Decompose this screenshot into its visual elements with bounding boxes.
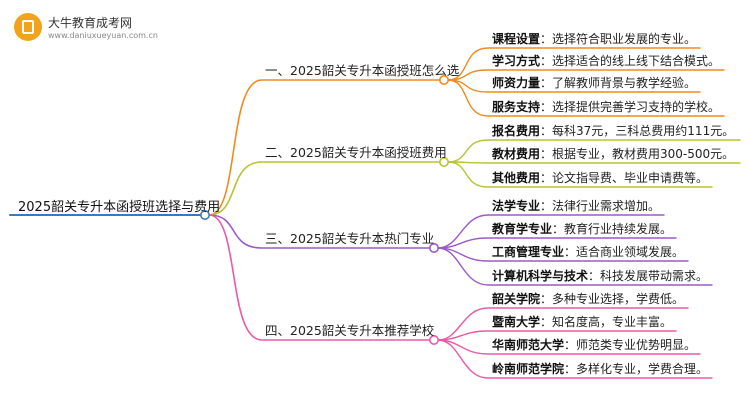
leaf-desc: 多样化专业，学费合理。 (576, 362, 709, 376)
leaf-item: 工商管理专业：适合商业领域发展。 (492, 244, 684, 260)
leaf-desc: 适合商业领域发展。 (576, 245, 685, 259)
leaf-item: 其他费用：论文指导费、毕业申请费等。 (492, 170, 708, 186)
leaf-separator: ： (540, 54, 553, 68)
branch-node-1 (438, 75, 449, 86)
leaf-item: 韶关学院：多种专业选择，学费低。 (492, 291, 684, 307)
leaf-desc: 选择适合的线上线下结合模式。 (552, 54, 721, 68)
leaf-item: 服务支持：选择提供完善学习支持的学校。 (492, 99, 720, 115)
leaf-term: 法学专业 (492, 199, 541, 213)
leaf-item: 教育学专业：教育行业持续发展。 (492, 221, 672, 237)
leaf-term: 暨南大学 (492, 315, 541, 329)
edge-branch-1-leaf-1 (447, 47, 701, 81)
branch-title-1: 一、2025韶关专升本函授班怎么选 (265, 63, 460, 78)
edge-root-branch-3 (208, 214, 431, 249)
edge-branch-1-leaf-4 (447, 79, 725, 117)
leaf-separator: ： (540, 32, 553, 46)
leaf-item: 暨南大学：知名度高，专业丰富。 (492, 314, 672, 330)
leaf-separator: ： (540, 315, 553, 329)
branch-node-2 (438, 157, 449, 168)
leaf-item: 法学专业：法律行业需求增加。 (492, 198, 660, 214)
leaf-term: 韶关学院 (492, 292, 541, 306)
leaf-desc: 论文指导费、毕业申请费等。 (552, 171, 709, 185)
leaf-desc: 法律行业需求增加。 (552, 199, 661, 213)
leaf-desc: 师范类专业优势明显。 (576, 338, 697, 352)
edge-root-branch-2 (208, 161, 441, 216)
leaf-separator: ： (564, 245, 577, 259)
leaf-item: 华南师范大学：师范类专业优势明显。 (492, 337, 696, 353)
leaf-term: 师资力量 (492, 76, 541, 90)
leaf-desc: 每科37元，三科总费用约111元。 (552, 124, 735, 138)
leaf-item: 学习方式：选择适合的线上线下结合模式。 (492, 53, 720, 69)
leaf-desc: 多种专业选择，学费低。 (552, 292, 685, 306)
edge-branch-1-leaf-2 (447, 69, 725, 81)
leaf-separator: ： (588, 269, 601, 283)
edge-branch-2-leaf-2 (447, 161, 741, 164)
leaf-desc: 选择提供完善学习支持的学校。 (552, 100, 721, 114)
logo-url: www.daniuxueyuan.com.cn (48, 31, 158, 40)
leaf-term: 服务支持 (492, 100, 541, 114)
book-badge-icon (14, 13, 42, 41)
leaf-separator: ： (540, 100, 553, 114)
edge-branch-2-leaf-1 (447, 139, 741, 163)
leaf-desc: 教育行业持续发展。 (564, 222, 673, 236)
leaf-desc: 了解教师背景与教学经验。 (552, 76, 697, 90)
leaf-desc: 选择符合职业发展的专业。 (552, 32, 697, 46)
branch-title-4: 四、2025韶关专升本推荐学校 (265, 323, 435, 338)
logo-name: 大牛教育成考网 (48, 16, 133, 30)
leaf-separator: ： (540, 171, 553, 185)
leaf-separator: ： (540, 199, 553, 213)
leaf-separator: ： (540, 124, 553, 138)
leaf-term: 学习方式 (492, 54, 541, 68)
leaf-separator: ： (564, 338, 577, 352)
leaf-separator: ： (552, 222, 565, 236)
edge-branch-4-leaf-4 (437, 339, 713, 379)
edge-branch-2-leaf-3 (447, 161, 713, 188)
leaf-separator: ： (540, 76, 553, 90)
root-node (200, 210, 211, 221)
branch-node-3 (428, 243, 439, 254)
edge-root-branch-4 (208, 214, 431, 341)
edge-branch-4-leaf-2 (437, 330, 677, 341)
leaf-item: 报名费用：每科37元，三科总费用约111元。 (492, 123, 734, 139)
leaf-term: 报名费用 (492, 124, 541, 138)
leaf-item: 师资力量：了解教师背景与教学经验。 (492, 75, 696, 91)
leaf-item: 课程设置：选择符合职业发展的专业。 (492, 31, 696, 47)
branch-title-2: 二、2025韶关专升本函授班费用 (265, 145, 447, 160)
edge-branch-3-leaf-4 (437, 247, 713, 286)
edge-root-branch-1 (208, 79, 441, 216)
leaf-term: 工商管理专业 (492, 245, 565, 259)
leaf-term: 课程设置 (492, 32, 541, 46)
edge-branch-3-leaf-2 (437, 237, 677, 249)
leaf-desc: 知名度高，专业丰富。 (552, 315, 673, 329)
leaf-term: 其他费用 (492, 171, 541, 185)
branch-node-4 (428, 334, 439, 345)
leaf-term: 计算机科学与技术 (492, 269, 589, 283)
edge-branch-3-leaf-1 (437, 214, 665, 249)
leaf-separator: ： (564, 362, 577, 376)
leaf-term: 教材费用 (492, 147, 541, 161)
site-logo: 大牛教育成考网 www.daniuxueyuan.com.cn (14, 10, 158, 50)
leaf-term: 教育学专业 (492, 222, 553, 236)
leaf-item: 教材费用：根据专业，教材费用300-500元。 (492, 146, 734, 162)
root-topic: 2025韶关专升本函授班选择与费用 (18, 200, 221, 215)
branch-title-3: 三、2025韶关专升本热门专业 (265, 231, 435, 246)
leaf-item: 计算机科学与技术：科技发展带动需求。 (492, 268, 708, 284)
leaf-term: 岭南师范学院 (492, 362, 565, 376)
leaf-item: 岭南师范学院：多样化专业，学费合理。 (492, 361, 708, 377)
leaf-separator: ： (540, 292, 553, 306)
leaf-desc: 根据专业，教材费用300-500元。 (552, 147, 735, 161)
leaf-term: 华南师范大学 (492, 338, 565, 352)
leaf-desc: 科技发展带动需求。 (600, 269, 709, 283)
leaf-separator: ： (540, 147, 553, 161)
